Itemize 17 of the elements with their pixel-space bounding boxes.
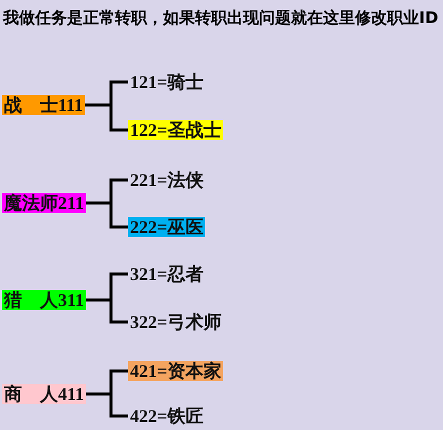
node-label: 魔法师211 bbox=[2, 193, 86, 213]
connector-line bbox=[86, 202, 128, 228]
node-label: 122=圣战士 bbox=[128, 120, 224, 140]
connector-line bbox=[86, 298, 128, 324]
node-label: 猎 人311 bbox=[2, 290, 86, 310]
node-label: 战 士111 bbox=[2, 95, 86, 115]
title: 我做任务是正常转职，如果转职出现问题就在这里修改职业ID bbox=[3, 7, 438, 29]
node-label: 422=铁匠 bbox=[128, 406, 206, 426]
node-label: 121=骑士 bbox=[128, 72, 206, 92]
node-label: 322=弓术师 bbox=[128, 312, 224, 332]
node-label: 221=法侠 bbox=[128, 170, 206, 190]
node-label: 321=忍者 bbox=[128, 264, 206, 284]
node-label: 222=巫医 bbox=[128, 217, 206, 237]
node-label: 商 人411 bbox=[2, 384, 86, 404]
node-label: 421=资本家 bbox=[128, 361, 224, 381]
connector-line bbox=[86, 392, 128, 418]
connector-line bbox=[85, 104, 128, 132]
